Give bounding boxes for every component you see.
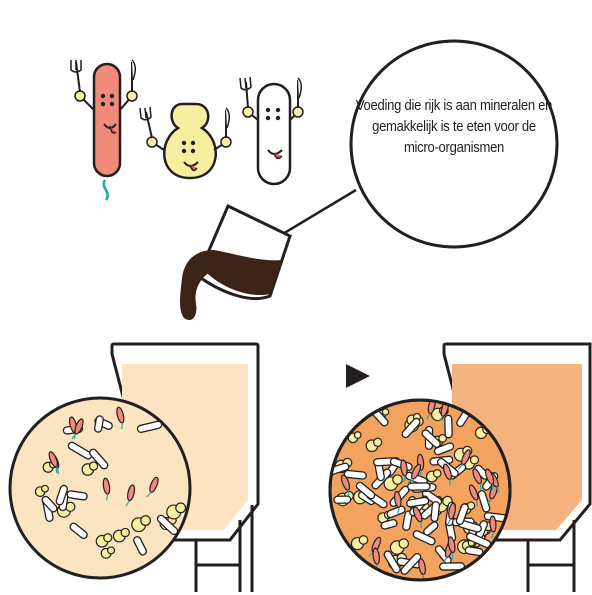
- speech-bubble-text: Voeding die rijk is aan mineralen en gem…: [355, 96, 553, 159]
- microbe-yeast: [42, 485, 49, 492]
- microbe-bacterium: [489, 516, 496, 532]
- microbe-rod: [344, 470, 367, 479]
- microbe-circle-before: [10, 398, 190, 578]
- rod-bacterium-character: [71, 60, 137, 200]
- microbe-yeast: [399, 539, 408, 548]
- lactic-bacterium-character: [240, 77, 303, 184]
- microbe-yeast: [108, 547, 115, 554]
- microbe-rod: [408, 483, 430, 490]
- microbe-yeast: [90, 462, 98, 470]
- microbe-circle-after: [324, 397, 510, 580]
- microbe-yeast: [374, 438, 382, 446]
- microbe-yeast: [393, 475, 402, 484]
- microbe-yeast: [433, 470, 440, 477]
- play-arrow-icon: [346, 364, 370, 388]
- microbe-yeast: [382, 409, 388, 415]
- microbe-yeast: [121, 528, 129, 536]
- microbe-yeast: [354, 432, 361, 439]
- microbe-yeast: [104, 534, 112, 542]
- microbe-rod: [431, 501, 440, 521]
- microbe-rod: [334, 496, 351, 503]
- microbe-yeast: [141, 516, 151, 526]
- microbe-yeast: [470, 456, 478, 464]
- pouring-cup-icon: [180, 206, 290, 320]
- yeast-character: [140, 104, 231, 178]
- microbe-yeast: [176, 503, 186, 513]
- microbe-yeast: [359, 536, 367, 544]
- microbe-rod: [445, 415, 453, 438]
